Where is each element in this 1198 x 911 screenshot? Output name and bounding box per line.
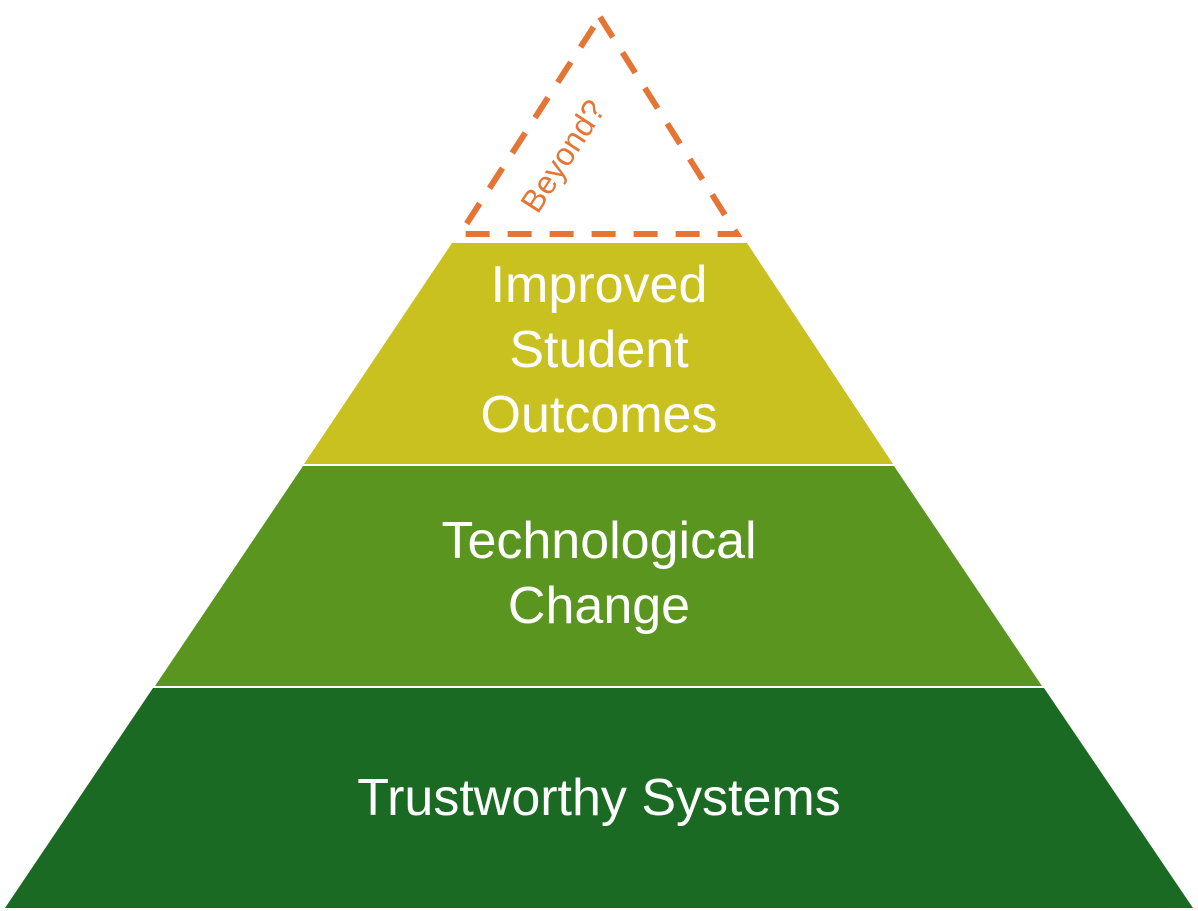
level-trustworthy-systems: Trustworthy Systems — [5, 688, 1193, 908]
level-label-line: Technological — [441, 512, 756, 570]
level-label-line: Trustworthy Systems — [357, 769, 841, 827]
level-middle-band — [155, 466, 1042, 686]
level-label-line: Change — [508, 577, 690, 635]
peak-beyond: Beyond? — [454, 11, 743, 237]
level-label-line: Outcomes — [481, 386, 718, 444]
peak-dashed-triangle — [454, 11, 743, 237]
level-bottom-band — [5, 688, 1193, 908]
level-label-line: Improved — [491, 256, 708, 314]
level-label-line: Student — [509, 321, 689, 379]
peak-label: Beyond? — [513, 93, 612, 219]
level-bottom-label: Trustworthy Systems — [357, 769, 841, 827]
level-top-band — [304, 243, 893, 464]
